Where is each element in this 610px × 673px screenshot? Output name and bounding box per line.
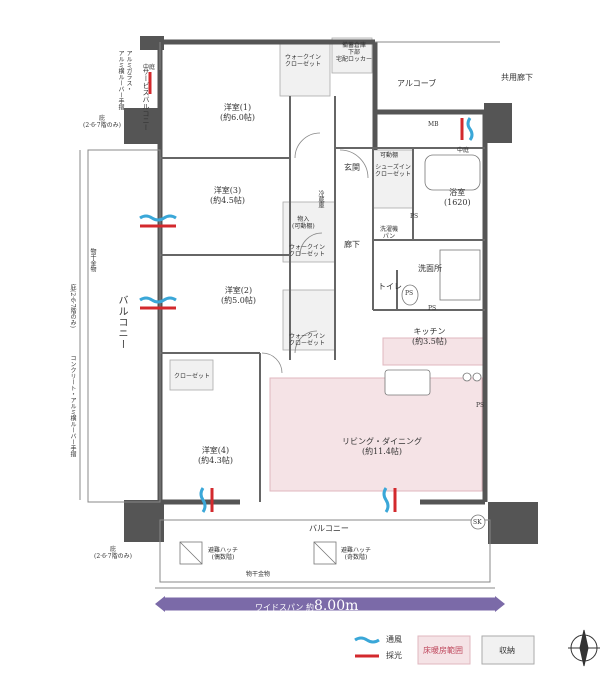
mark-sk: SK bbox=[473, 519, 482, 526]
dimension-value: 8.00m bbox=[313, 598, 359, 614]
airflow-markers bbox=[139, 72, 474, 513]
label: 浴室 bbox=[449, 188, 466, 197]
columns bbox=[124, 36, 538, 544]
storage-shoes bbox=[372, 149, 414, 209]
legend-storage: 収納 bbox=[499, 646, 515, 655]
room-kitchen: キッチン(約3.5帖) bbox=[412, 327, 447, 347]
label: (約6.0帖) bbox=[220, 113, 255, 122]
legend-storage-swatch bbox=[481, 635, 535, 665]
storage-wic2-label: ウォークイン クローゼット bbox=[289, 244, 326, 258]
note-hatch-odd: 避難ハッチ (奇数階) bbox=[341, 547, 372, 561]
area-service-balcony: サービスバルコニー bbox=[142, 68, 150, 131]
floor-heating-kitchen bbox=[382, 337, 484, 366]
mark-ps1: PS bbox=[410, 213, 419, 220]
label: ワイドスパン 約 bbox=[255, 603, 314, 612]
area-balcony-bottom: バルコニー bbox=[309, 524, 349, 533]
storage-laundry-label: 洗濯機 パン bbox=[380, 226, 399, 240]
note-eaves-bottom: 庇 (2·6·7階のみ) bbox=[94, 546, 132, 560]
washbasin bbox=[439, 249, 481, 301]
storage-closet-label: クローゼット bbox=[174, 373, 211, 380]
label: (約3.5帖) bbox=[412, 337, 447, 346]
room-washroom: 洗面所 bbox=[418, 264, 442, 273]
toilet-bowl bbox=[401, 284, 419, 306]
floor-heating-living bbox=[269, 377, 483, 492]
legend-daylight: 採光 bbox=[386, 651, 402, 660]
room-corridor: 廊下 bbox=[344, 240, 360, 249]
room-living: リビング・ダイニング(約11.4帖) bbox=[342, 437, 422, 457]
label: (約5.0帖) bbox=[221, 296, 256, 305]
mark-ps2: PS bbox=[428, 305, 437, 312]
compass-icon bbox=[568, 629, 600, 667]
room-toilet: トイレ bbox=[378, 282, 402, 291]
room-western3: 洋室(3)(約4.5帖) bbox=[210, 186, 245, 206]
area-balcony-side: バルコニー bbox=[116, 295, 127, 350]
note-dryer-bottom: 物干金物 bbox=[246, 571, 271, 578]
area-alcove: アルコーブ bbox=[397, 79, 437, 88]
storage-wic1 bbox=[279, 41, 331, 97]
storage-shelf-label: 可動棚 bbox=[380, 152, 399, 159]
room-western2: 洋室(2)(約5.0帖) bbox=[221, 286, 256, 306]
storage-wic1-label: ウォークイン クローゼット bbox=[285, 54, 322, 68]
mark-ps4: PS bbox=[476, 402, 485, 409]
storage-closet bbox=[169, 359, 214, 391]
label: (約4.5帖) bbox=[210, 196, 245, 205]
hatch-odd bbox=[313, 541, 337, 565]
label: 洋室(1) bbox=[223, 103, 252, 112]
legend-floor-heating-swatch bbox=[417, 635, 471, 665]
room-entrance: 玄関 bbox=[344, 163, 360, 172]
bottom-balcony-outline bbox=[159, 519, 491, 583]
note-eaves-top: 庇 (2·6·7階のみ) bbox=[83, 115, 121, 129]
bathtub bbox=[424, 154, 481, 191]
mark-naka-top: 中庭 bbox=[143, 64, 156, 71]
mark-naka-right: 中庭 bbox=[457, 147, 470, 154]
note-alumi-rail: アルミガラス・ アルミ横ルーバー手摺 bbox=[117, 50, 132, 110]
legend-floor-heating: 床暖房範囲 bbox=[423, 646, 463, 655]
stove-burner bbox=[462, 372, 472, 382]
storage-wic3 bbox=[282, 289, 336, 351]
label: リビング・ダイニング bbox=[342, 437, 422, 446]
label: (約4.3帖) bbox=[198, 456, 233, 465]
interior-walls bbox=[160, 96, 485, 502]
room-western1: 洋室(1)(約6.0帖) bbox=[220, 103, 255, 123]
legend-ventilation: 通風 bbox=[386, 635, 402, 644]
room-bath: 浴室(1620) bbox=[444, 188, 471, 208]
storage-shoes-label: シューズイン クローゼット bbox=[375, 164, 412, 178]
storage-stock-label: 物入 (可動棚) bbox=[292, 216, 315, 230]
note-eaves-side: 庇(2·6·7階のみ) bbox=[69, 284, 76, 328]
label: (1620) bbox=[444, 198, 471, 207]
label: 洋室(2) bbox=[224, 286, 253, 295]
note-hatch-even: 避難ハッチ (偶数階) bbox=[208, 547, 239, 561]
sk-mark bbox=[470, 514, 486, 530]
kitchen-sink bbox=[384, 369, 431, 396]
storage-reserve-label: 備蓄倉庫 下部 宅配ロッカー bbox=[336, 42, 373, 63]
mark-mb: MB bbox=[428, 121, 439, 128]
side-balcony-outline bbox=[87, 149, 161, 503]
dimension-label: ワイドスパン 約8.00m bbox=[255, 598, 358, 614]
label: キッチン bbox=[413, 327, 446, 336]
area-common-corridor: 共用廊下 bbox=[501, 73, 533, 82]
label: (約11.4帖) bbox=[361, 447, 403, 456]
storage-wic2 bbox=[282, 201, 336, 263]
room-western4: 洋室(4)(約4.3帖) bbox=[198, 446, 233, 466]
note-concrete-rail: コンクリート・アルミ横ルーバー手摺 bbox=[69, 355, 76, 457]
note-dryer-side: 物干金物 bbox=[89, 248, 96, 272]
label: 洋室(4) bbox=[201, 446, 230, 455]
hatch-even bbox=[179, 541, 203, 565]
mark-ps3: PS bbox=[405, 290, 414, 297]
mark-fridge: 冷蔵庫 bbox=[317, 190, 324, 208]
label: 洋室(3) bbox=[213, 186, 242, 195]
storage-wic3-label: ウォークイン クローゼット bbox=[289, 333, 326, 347]
